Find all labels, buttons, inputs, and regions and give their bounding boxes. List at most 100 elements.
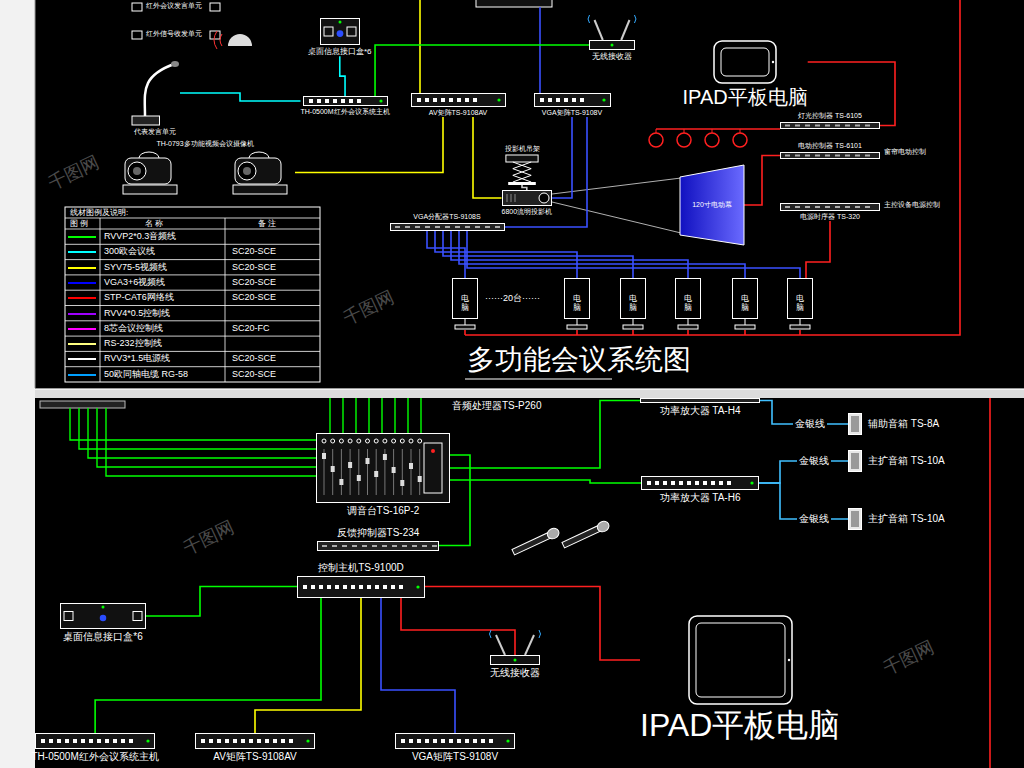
rack-button: [457, 739, 461, 743]
camera-lens: [243, 167, 251, 175]
table-cell: SC20-SCE: [232, 262, 276, 272]
panel-case: [61, 604, 146, 629]
device-lift: 投影机吊架: [499, 145, 545, 185]
rack-button: [540, 98, 544, 102]
rack-button: [417, 98, 421, 102]
wire: [539, 7, 541, 93]
radio-wave: [588, 15, 636, 23]
device-label: 无线接收器: [490, 667, 540, 679]
lift-scissor: [513, 162, 531, 182]
rack-button: [327, 585, 331, 589]
cable-connector: [806, 221, 830, 278]
device-label: AV矩阵TS-9108AV: [429, 109, 488, 117]
legend-swatch: [68, 282, 96, 284]
bar-button: [362, 545, 367, 547]
legend-label: 8芯会议控制线: [104, 323, 163, 333]
rack-case: [642, 477, 759, 490]
rack-button: [241, 739, 245, 743]
rack-button: [391, 585, 395, 589]
table-grid: [65, 218, 320, 382]
rack-button: [647, 481, 651, 485]
rack-button: [257, 739, 261, 743]
radio-wave: [490, 630, 541, 638]
bar-button: [865, 206, 870, 208]
cable-connector: [450, 401, 640, 469]
device-icon: [316, 433, 450, 503]
legend-label: RVV4*0.5控制线: [104, 308, 170, 318]
camera-top: [249, 152, 269, 158]
speaker-case: [849, 451, 862, 472]
rack-button: [265, 739, 269, 743]
antenna: [595, 20, 603, 40]
rack-button: [121, 739, 125, 743]
rack-button: [441, 98, 445, 102]
socket-led: [100, 615, 107, 622]
device-label: VGA矩阵TS-9108V: [412, 751, 498, 763]
rack-button: [57, 739, 61, 743]
lamp-stem: [656, 129, 740, 133]
device-label: 桌面信息接口盒*6: [308, 47, 372, 56]
cable-connector: [425, 587, 640, 661]
mixer-knob: [339, 439, 343, 443]
rack-button: [289, 739, 293, 743]
rack-button: [89, 739, 93, 743]
device-label: 调音台TS-16P-2: [347, 505, 420, 517]
cable-connector: [146, 587, 297, 617]
table-cell: SC20-SCE: [232, 246, 276, 256]
unit-note: 红外信号收发单元: [146, 30, 202, 38]
cable-label: 金银线: [797, 513, 831, 525]
rack-led: [306, 739, 309, 742]
mixer-fader-cap: [383, 454, 387, 460]
bar-button: [402, 545, 407, 547]
bar-button: [372, 545, 377, 547]
bar-button: [845, 125, 850, 127]
rack-button: [481, 739, 485, 743]
rack-button: [341, 99, 345, 103]
legend-label: 300欧会议线: [104, 246, 155, 256]
device-icon: [502, 190, 552, 206]
cable-connector: [375, 45, 589, 96]
rack-button: [473, 739, 477, 743]
mixer-fader-cap: [392, 467, 396, 473]
bar-button: [855, 155, 860, 157]
mixer-knob: [409, 439, 413, 443]
rack-button: [473, 98, 477, 102]
receiver-case: [590, 41, 635, 50]
cable-connector: [450, 480, 641, 483]
lamp-symbol: [649, 133, 663, 147]
mixer-fader-cap: [374, 471, 378, 477]
cable-connector: [381, 598, 455, 734]
camera-body: [235, 158, 281, 184]
monitor-case: [565, 279, 590, 319]
cable-label: 金银线: [793, 418, 827, 430]
panel-border: [35, 388, 1024, 389]
device-icon: [395, 733, 515, 749]
device-rx: 无线接收器: [589, 40, 635, 61]
device-proj: 6800流明投影机: [502, 190, 553, 216]
bar-button: [855, 206, 860, 208]
antenna: [621, 20, 629, 40]
bar-button: [865, 125, 870, 127]
monitor-base: [455, 325, 475, 329]
mixer-fader-cap: [400, 480, 404, 486]
bar-button: [322, 545, 327, 547]
table-cell: SC20-SCE: [232, 353, 276, 363]
bottom-panel: [35, 398, 1024, 768]
lamp-symbol: [733, 133, 747, 147]
bar-button: [835, 155, 840, 157]
mixer-fader-cap: [357, 475, 361, 481]
watermark: 千图网: [340, 287, 398, 329]
legend-swatch: [68, 358, 96, 360]
unit-symbol: [210, 3, 220, 11]
bar-button: [485, 226, 490, 228]
tablet-screen: [696, 623, 785, 697]
microphone-body: [562, 526, 601, 548]
lamp-symbol: [677, 133, 691, 147]
rack-button: [273, 739, 277, 743]
rack-button: [433, 98, 437, 102]
mixer-fader: [358, 449, 359, 495]
bar-button: [342, 545, 347, 547]
bar-case: [390, 224, 504, 231]
bar-case: [318, 541, 439, 550]
lamp-symbol: [705, 133, 719, 147]
